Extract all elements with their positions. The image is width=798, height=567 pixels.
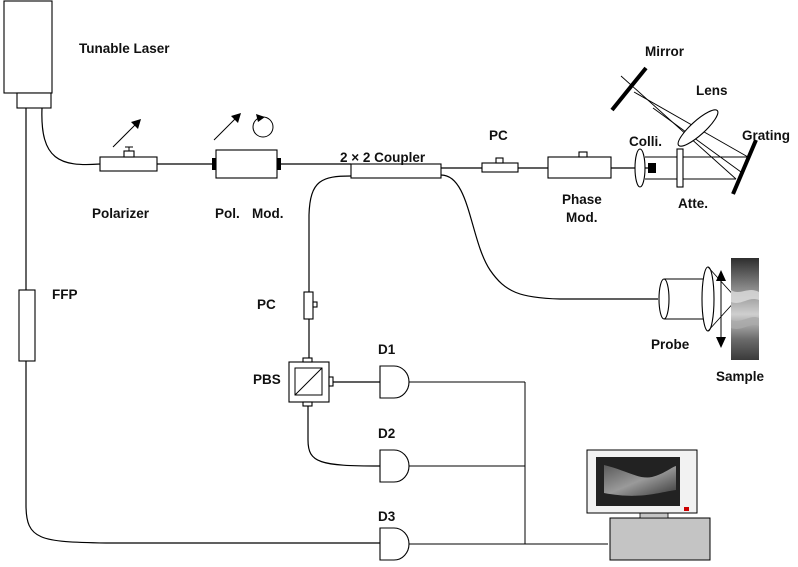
fiber-fabry-perot [19,290,35,361]
fiber-laser-to-polarizer [42,108,100,165]
label-sample: Sample [716,369,765,384]
label-d3: D3 [378,509,396,524]
polarization-controller-mid [304,292,317,319]
label-tunable-laser: Tunable Laser [79,41,170,56]
label-lens: Lens [696,83,728,98]
sample-tissue-image [731,258,759,360]
label-mirror: Mirror [645,44,685,59]
fiber-coupler-to-pbs [309,176,351,292]
label-polarizer: Polarizer [92,206,150,221]
phase-modulator [548,152,611,178]
label-d2: D2 [378,426,395,441]
scanning-probe [659,267,737,331]
fiber-coupler-to-probe [441,175,658,299]
tunable-laser [4,1,52,108]
label-pc-mid: PC [257,297,276,312]
rotation-circle-icon [253,114,273,137]
label-coupler: 2 × 2 Coupler [340,150,426,165]
diffraction-grating [733,140,756,194]
polarizer-arrow-icon [113,119,141,147]
polarizing-beam-splitter [289,358,333,406]
label-grating: Grating [742,128,790,143]
fiber-coupler [351,164,441,178]
label-pbs: PBS [253,372,281,387]
collimator-lens [635,149,656,187]
reference-mirror [612,68,646,110]
label-phase-mod: Mod. [566,210,598,225]
detector-d2 [380,450,409,482]
label-mod: Mod. [252,206,284,221]
label-probe: Probe [651,337,690,352]
label-phase: Phase [562,192,602,207]
pol-mod-arrow-icon [214,113,241,140]
attenuator [677,149,683,187]
label-colli: Colli. [629,134,662,149]
polarization-controller-top [482,158,518,172]
label-pol: Pol. [215,206,240,221]
label-ffp: FFP [52,287,78,302]
polarizer [100,147,157,171]
label-d1: D1 [378,342,396,357]
detector-d3 [380,528,409,560]
detector-d1 [380,366,409,398]
polarization-modulator [212,150,281,178]
scan-direction-arrow-icon [716,270,726,348]
label-pc-top: PC [489,128,508,143]
label-atte: Atte. [678,196,708,211]
signal-wires [409,382,608,544]
